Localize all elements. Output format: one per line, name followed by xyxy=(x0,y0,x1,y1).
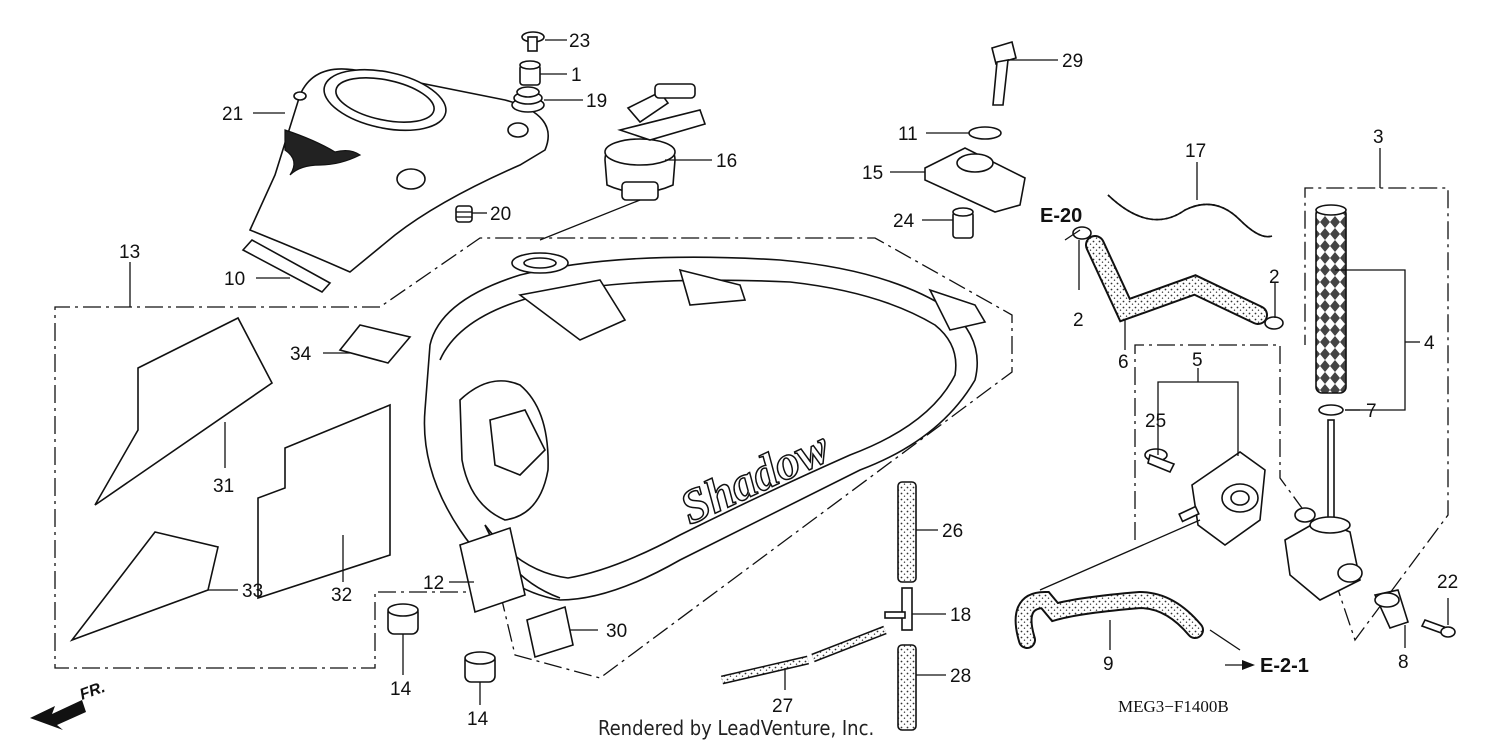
pad-32 xyxy=(257,403,391,600)
tube-27 xyxy=(720,625,887,685)
tube-26 xyxy=(897,481,917,583)
tube-28 xyxy=(897,644,917,731)
callout-21: 21 xyxy=(222,104,243,125)
tank-cover-panel xyxy=(248,68,549,273)
lever-8 xyxy=(1373,589,1409,629)
group-frame-tank xyxy=(54,237,1013,679)
callout-23: 23 xyxy=(569,31,590,52)
callout-19: 19 xyxy=(586,91,607,112)
leader-lines xyxy=(129,39,1449,705)
callout-25: 25 xyxy=(1145,411,1166,432)
callout-2b: 2 xyxy=(1269,267,1280,288)
clip-2b xyxy=(1264,316,1284,330)
o-ring-7 xyxy=(1318,404,1344,416)
pad-34 xyxy=(338,324,412,364)
callout-6: 6 xyxy=(1118,352,1129,373)
pad-12 xyxy=(459,526,526,614)
pad-33 xyxy=(69,531,219,642)
callout-7: 7 xyxy=(1366,401,1377,422)
hose-9 xyxy=(1014,590,1204,649)
callout-28: 28 xyxy=(950,666,971,687)
screw-25 xyxy=(1144,448,1176,474)
callout-15: 15 xyxy=(862,163,883,184)
washer-11 xyxy=(968,126,1002,140)
callout-17: 17 xyxy=(1185,141,1206,162)
pad-30 xyxy=(526,605,574,659)
clip-2a xyxy=(1072,226,1092,240)
callout-18: 18 xyxy=(950,605,971,626)
callout-13: 13 xyxy=(119,242,140,263)
pad-31 xyxy=(94,316,274,506)
callout-26: 26 xyxy=(942,521,963,542)
callout-33: 33 xyxy=(242,581,263,602)
credit-text: Rendered by LeadVenture, Inc. xyxy=(598,716,875,740)
rubber-mount-14a xyxy=(387,603,419,635)
callout-11: 11 xyxy=(898,124,918,145)
svg-text:E-2-1: E-2-1 xyxy=(1260,655,1309,677)
bracket-15 xyxy=(924,147,1026,213)
collar-1 xyxy=(519,60,541,86)
fuel-cap-16 xyxy=(539,83,707,241)
svg-text:E-20: E-20 xyxy=(1040,205,1082,227)
front-arrow: FR. xyxy=(30,679,108,730)
bolt-29 xyxy=(991,40,1017,106)
fuel-tank: Shadow xyxy=(423,252,987,601)
reference-e20: E-20 xyxy=(1040,205,1082,227)
hose-6 xyxy=(1085,235,1268,325)
diagram-code: MEG3−F1400B xyxy=(1118,697,1229,716)
svg-text:FR.: FR. xyxy=(78,679,108,704)
callout-14a: 14 xyxy=(390,679,412,700)
petcock-3 xyxy=(1284,419,1363,601)
callout-14b: 14 xyxy=(467,709,489,730)
callout-31: 31 xyxy=(213,476,234,497)
rubber-mount-14b xyxy=(464,651,496,683)
callout-5: 5 xyxy=(1192,350,1203,371)
part-10-pad xyxy=(241,238,332,294)
collar-24 xyxy=(952,207,974,239)
callout-12: 12 xyxy=(423,573,444,594)
valve-5 xyxy=(1178,451,1266,546)
callout-24: 24 xyxy=(893,211,915,232)
callout-9: 9 xyxy=(1103,654,1114,675)
callout-30: 30 xyxy=(606,621,627,642)
joint-18 xyxy=(884,587,913,631)
reference-e21: E-2-1 xyxy=(1225,655,1309,677)
screw-22 xyxy=(1420,619,1456,638)
grommet-20 xyxy=(455,205,473,223)
grommet-19 xyxy=(511,86,545,113)
callout-27: 27 xyxy=(772,696,793,717)
callout-labels: 23 1 19 21 16 20 10 13 34 31 32 33 12 30… xyxy=(119,31,1458,730)
callout-22: 22 xyxy=(1437,572,1458,593)
callout-8: 8 xyxy=(1398,652,1409,673)
strainer-4 xyxy=(1315,204,1347,394)
callout-20: 20 xyxy=(490,204,511,225)
callout-34: 34 xyxy=(290,344,312,365)
callout-10: 10 xyxy=(224,269,245,290)
callout-4: 4 xyxy=(1424,333,1435,354)
callout-32: 32 xyxy=(331,585,352,606)
callout-2a: 2 xyxy=(1073,310,1084,331)
callout-1: 1 xyxy=(571,65,582,86)
screw-23 xyxy=(521,31,545,52)
callout-29: 29 xyxy=(1062,51,1083,72)
callout-16: 16 xyxy=(716,151,737,172)
spring-17 xyxy=(1107,194,1273,238)
callout-3: 3 xyxy=(1373,127,1384,148)
